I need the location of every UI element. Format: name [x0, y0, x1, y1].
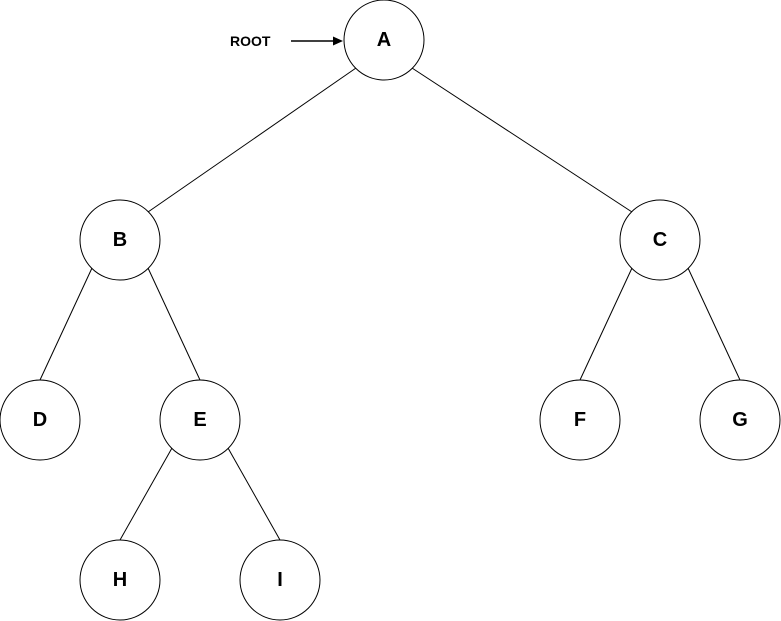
tree-edges: [39, 67, 741, 541]
root-arrow-head-icon: [333, 36, 343, 46]
node-b-label: B: [113, 229, 127, 251]
node-d-circle: [0, 379, 81, 461]
node-d-label: D: [33, 409, 47, 431]
node-g-circle: [699, 379, 781, 461]
node-e-label: E: [193, 409, 206, 431]
edge-b-d: [39, 267, 93, 381]
node-c: C: [619, 199, 701, 281]
edge-b-e: [147, 267, 201, 381]
node-a: A: [343, 0, 425, 81]
edge-e-h: [119, 447, 173, 541]
node-d: D: [0, 379, 81, 461]
root-marker: ROOT: [230, 33, 343, 49]
node-f: F: [539, 379, 621, 461]
node-h: H: [79, 539, 161, 621]
edge-c-f: [579, 267, 633, 381]
node-a-circle: [343, 0, 425, 81]
root-label: ROOT: [230, 33, 271, 49]
node-b-circle: [79, 199, 161, 281]
edge-a-c: [411, 67, 633, 213]
node-c-circle: [619, 199, 701, 281]
node-h-label: H: [113, 569, 127, 591]
node-i: I: [239, 539, 321, 621]
node-f-circle: [539, 379, 621, 461]
node-a-label: A: [377, 29, 391, 51]
node-i-circle: [239, 539, 321, 621]
node-c-label: C: [653, 229, 667, 251]
node-h-circle: [79, 539, 161, 621]
node-f-label: F: [574, 409, 586, 431]
node-g-label: G: [732, 409, 748, 431]
edge-c-g: [687, 267, 741, 381]
edge-a-b: [147, 67, 357, 213]
node-g: G: [699, 379, 781, 461]
edge-e-i: [227, 447, 281, 541]
node-e: E: [159, 379, 241, 461]
node-b: B: [79, 199, 161, 281]
node-e-circle: [159, 379, 241, 461]
node-i-label: I: [277, 569, 283, 591]
